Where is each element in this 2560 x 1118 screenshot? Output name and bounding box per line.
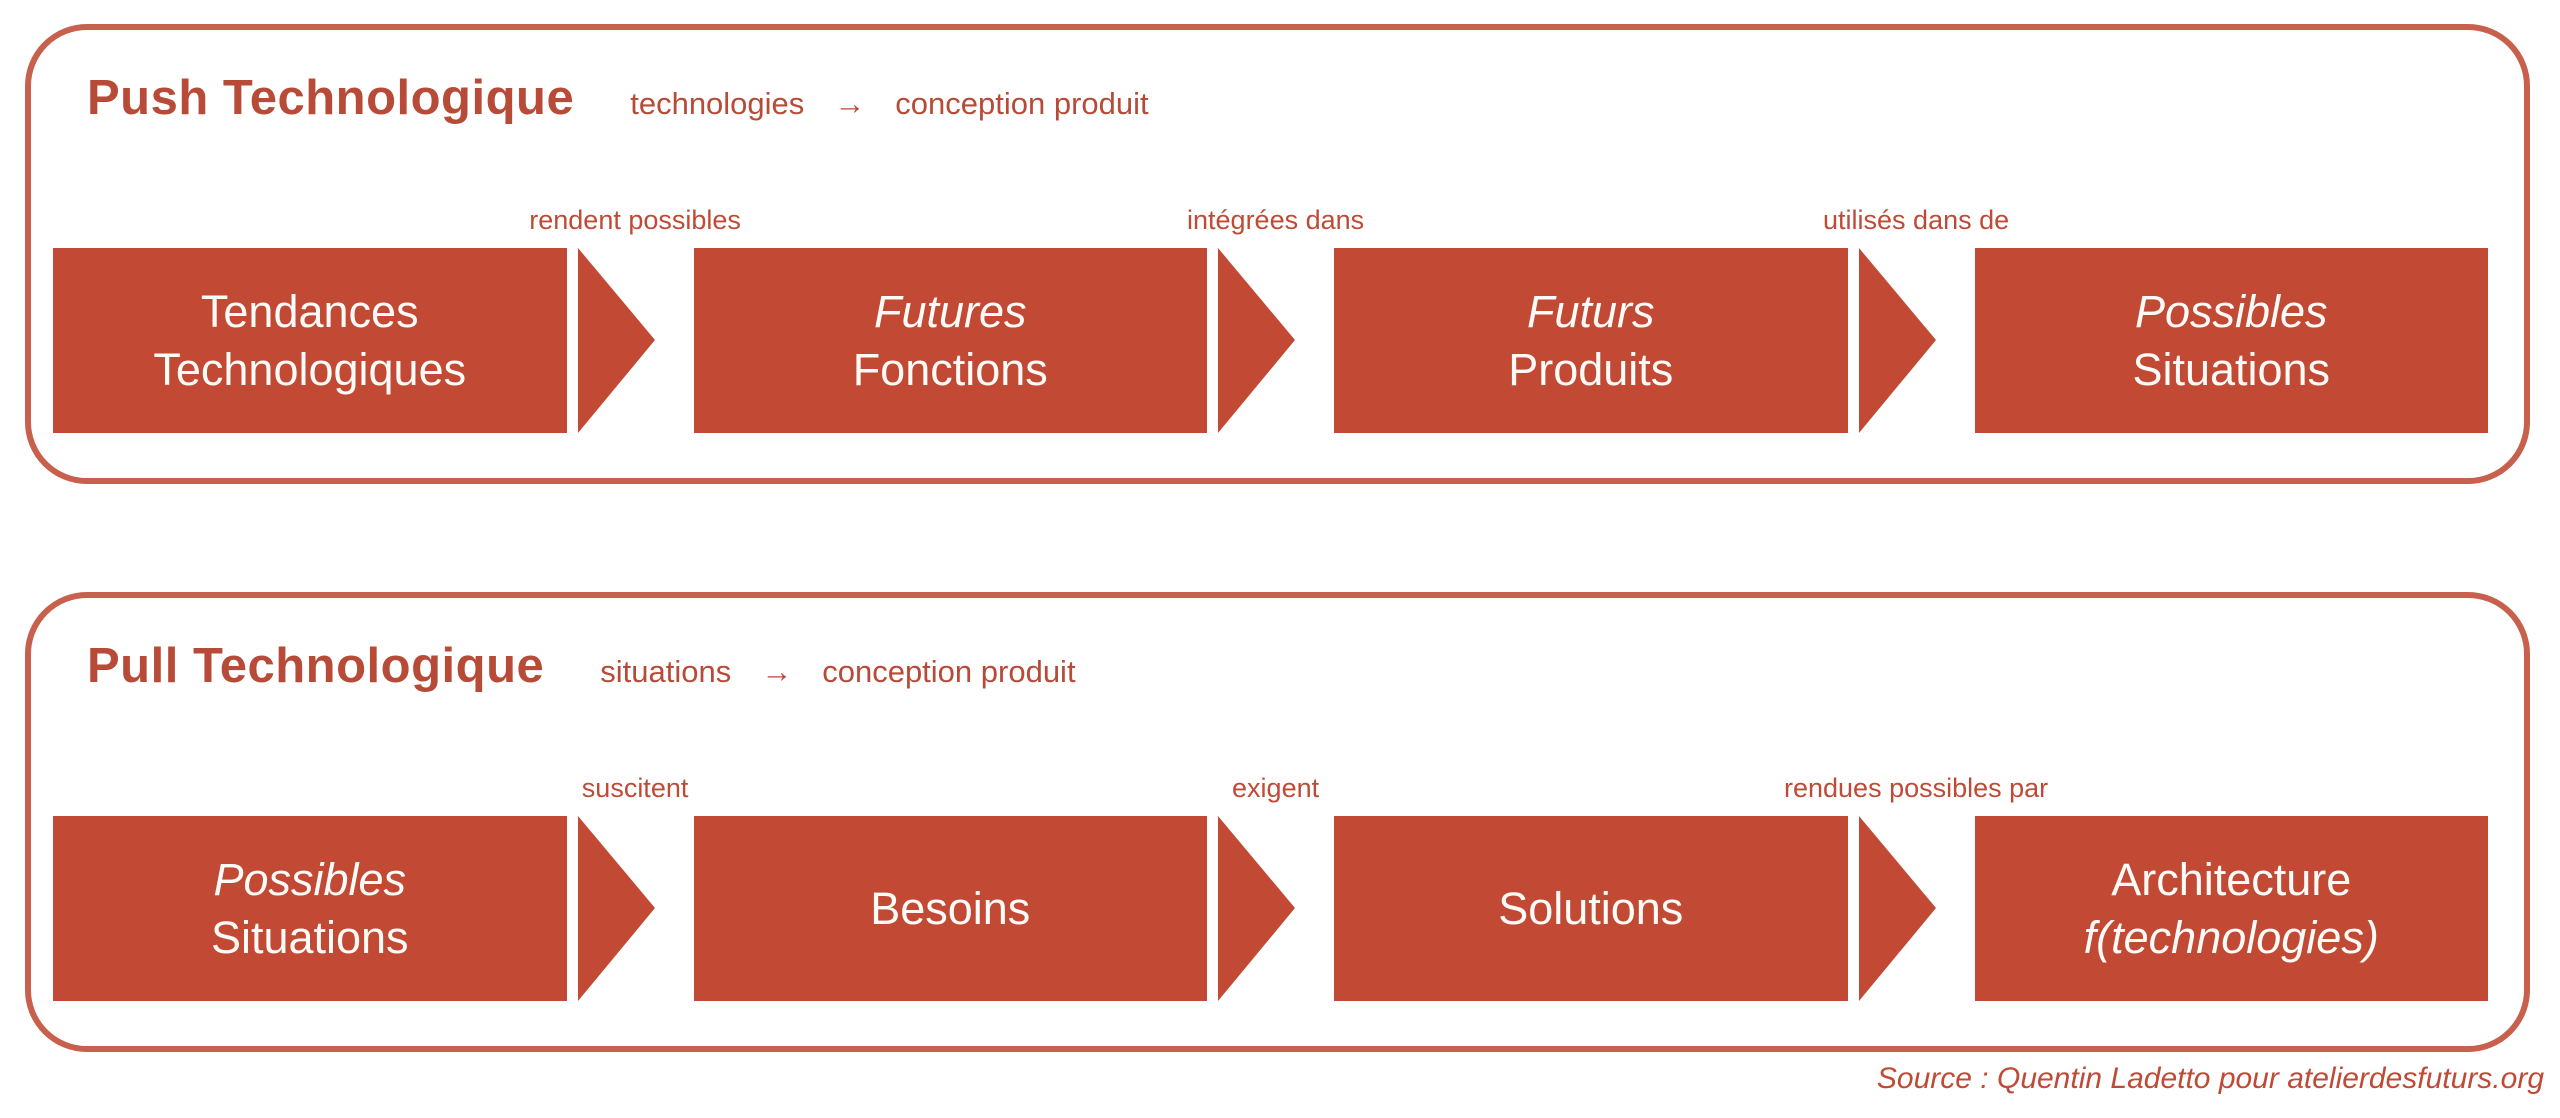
flow-box-line2: Produits	[1508, 343, 1674, 395]
pull-technologique-panel: Pull Technologique situations → concepti…	[25, 592, 2530, 1052]
pull-flow-row: Possibles Situations suscitent Besoins e…	[31, 773, 2524, 1001]
flow-arrow-5: exigent	[1207, 773, 1334, 1001]
flow-arrow-1: rendent possibles	[529, 205, 741, 433]
triangle-arrow-icon	[1858, 248, 1936, 433]
flow-box-futurs-produits: Futurs Produits	[1334, 248, 1848, 433]
flow-box-line2: Fonctions	[852, 343, 1048, 395]
push-panel-title: Push Technologique	[87, 71, 575, 125]
flow-box-line1: Futures	[873, 285, 1027, 337]
flow-box-solutions: Solutions	[1334, 816, 1848, 1001]
flow-arrow-6: rendues possibles par	[1784, 773, 2048, 1001]
flow-box-line1: Tendances	[200, 285, 419, 337]
arrow-label: suscitent	[581, 773, 689, 803]
pull-panel-header: Pull Technologique situations → concepti…	[87, 638, 1076, 694]
flow-arrow-4: suscitent	[567, 773, 694, 1001]
pull-panel-title: Pull Technologique	[87, 639, 545, 693]
flow-box-futures-fonctions: Futures Fonctions	[693, 248, 1207, 433]
triangle-arrow-icon	[1858, 816, 1936, 1001]
flow-box-line1: Possibles	[2134, 285, 2328, 337]
flow-box-line1: Architecture	[2111, 853, 2352, 905]
flow-box-line2: Situations	[2132, 343, 2331, 395]
source-attribution: Source : Quentin Ladetto pour atelierdes…	[1876, 1062, 2544, 1095]
triangle-arrow-icon	[577, 816, 655, 1001]
flow-box-line2: Situations	[210, 911, 409, 963]
arrow-label: intégrées dans	[1187, 205, 1365, 235]
flow-box-line1: Solutions	[1498, 882, 1684, 934]
flow-arrow-3: utilisés dans de	[1823, 205, 2009, 433]
triangle-arrow-icon	[1218, 816, 1295, 1001]
flow-box-architecture: Architecture f(technologies)	[1974, 816, 2488, 1001]
flow-box-line2: f(technologies)	[2083, 911, 2379, 963]
arrow-label: rendent possibles	[529, 205, 741, 235]
arrow-label: utilisés dans de	[1823, 205, 2010, 235]
arrow-right-icon: →	[834, 86, 866, 121]
push-panel-subtitle: technologies → conception produit	[630, 86, 1148, 122]
triangle-arrow-icon	[1218, 248, 1295, 433]
pull-subtitle-from: situations	[600, 654, 732, 689]
push-subtitle-to: conception produit	[895, 86, 1149, 121]
flow-box-line1: Besoins	[870, 882, 1031, 934]
flow-box-besoins: Besoins	[693, 816, 1207, 1001]
flow-box-line1: Possibles	[213, 853, 407, 905]
flow-box-line1: Futurs	[1526, 285, 1655, 337]
flow-box-possibles-situations: Possibles Situations	[1974, 248, 2488, 433]
arrow-label: exigent	[1232, 773, 1320, 803]
triangle-arrow-icon	[577, 248, 655, 433]
pull-subtitle-to: conception produit	[822, 654, 1076, 689]
arrow-label: rendues possibles par	[1783, 773, 2049, 803]
flow-arrow-2: intégrées dans	[1187, 205, 1364, 433]
push-flow-row: Tendances Technologiques rendent possibl…	[31, 205, 2524, 433]
pull-panel-subtitle: situations → conception produit	[600, 654, 1075, 690]
flow-box-line2: Technologiques	[153, 343, 467, 395]
arrow-right-icon: →	[761, 654, 793, 689]
flow-box-tendances-technologiques: Tendances Technologiques	[53, 248, 567, 433]
push-technologique-panel: Push Technologique technologies → concep…	[25, 24, 2530, 484]
push-panel-header: Push Technologique technologies → concep…	[87, 70, 1149, 126]
flow-box-possibles-situations-2: Possibles Situations	[53, 816, 567, 1001]
push-subtitle-from: technologies	[630, 86, 805, 121]
